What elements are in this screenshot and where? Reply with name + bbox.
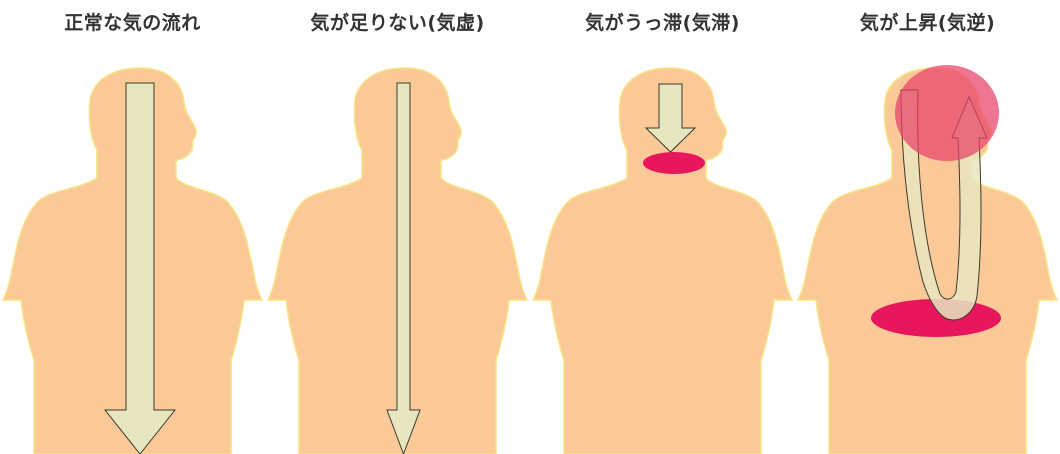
- head-pressure-marker: [895, 65, 999, 161]
- figure-normal: [0, 0, 265, 454]
- figure-stagnation: [530, 0, 795, 454]
- panel-qi-deficiency: 気が足りない(気虚): [265, 0, 530, 454]
- panel-qi-rebellion: 気が上昇(気逆): [795, 0, 1060, 454]
- panel-normal-flow: 正常な気の流れ: [0, 0, 265, 454]
- figure-deficiency: [265, 0, 530, 454]
- neck-blockage-marker: [643, 152, 705, 174]
- figure-rebellion: [795, 0, 1060, 454]
- panel-qi-stagnation: 気がうっ滞(気滞): [530, 0, 795, 454]
